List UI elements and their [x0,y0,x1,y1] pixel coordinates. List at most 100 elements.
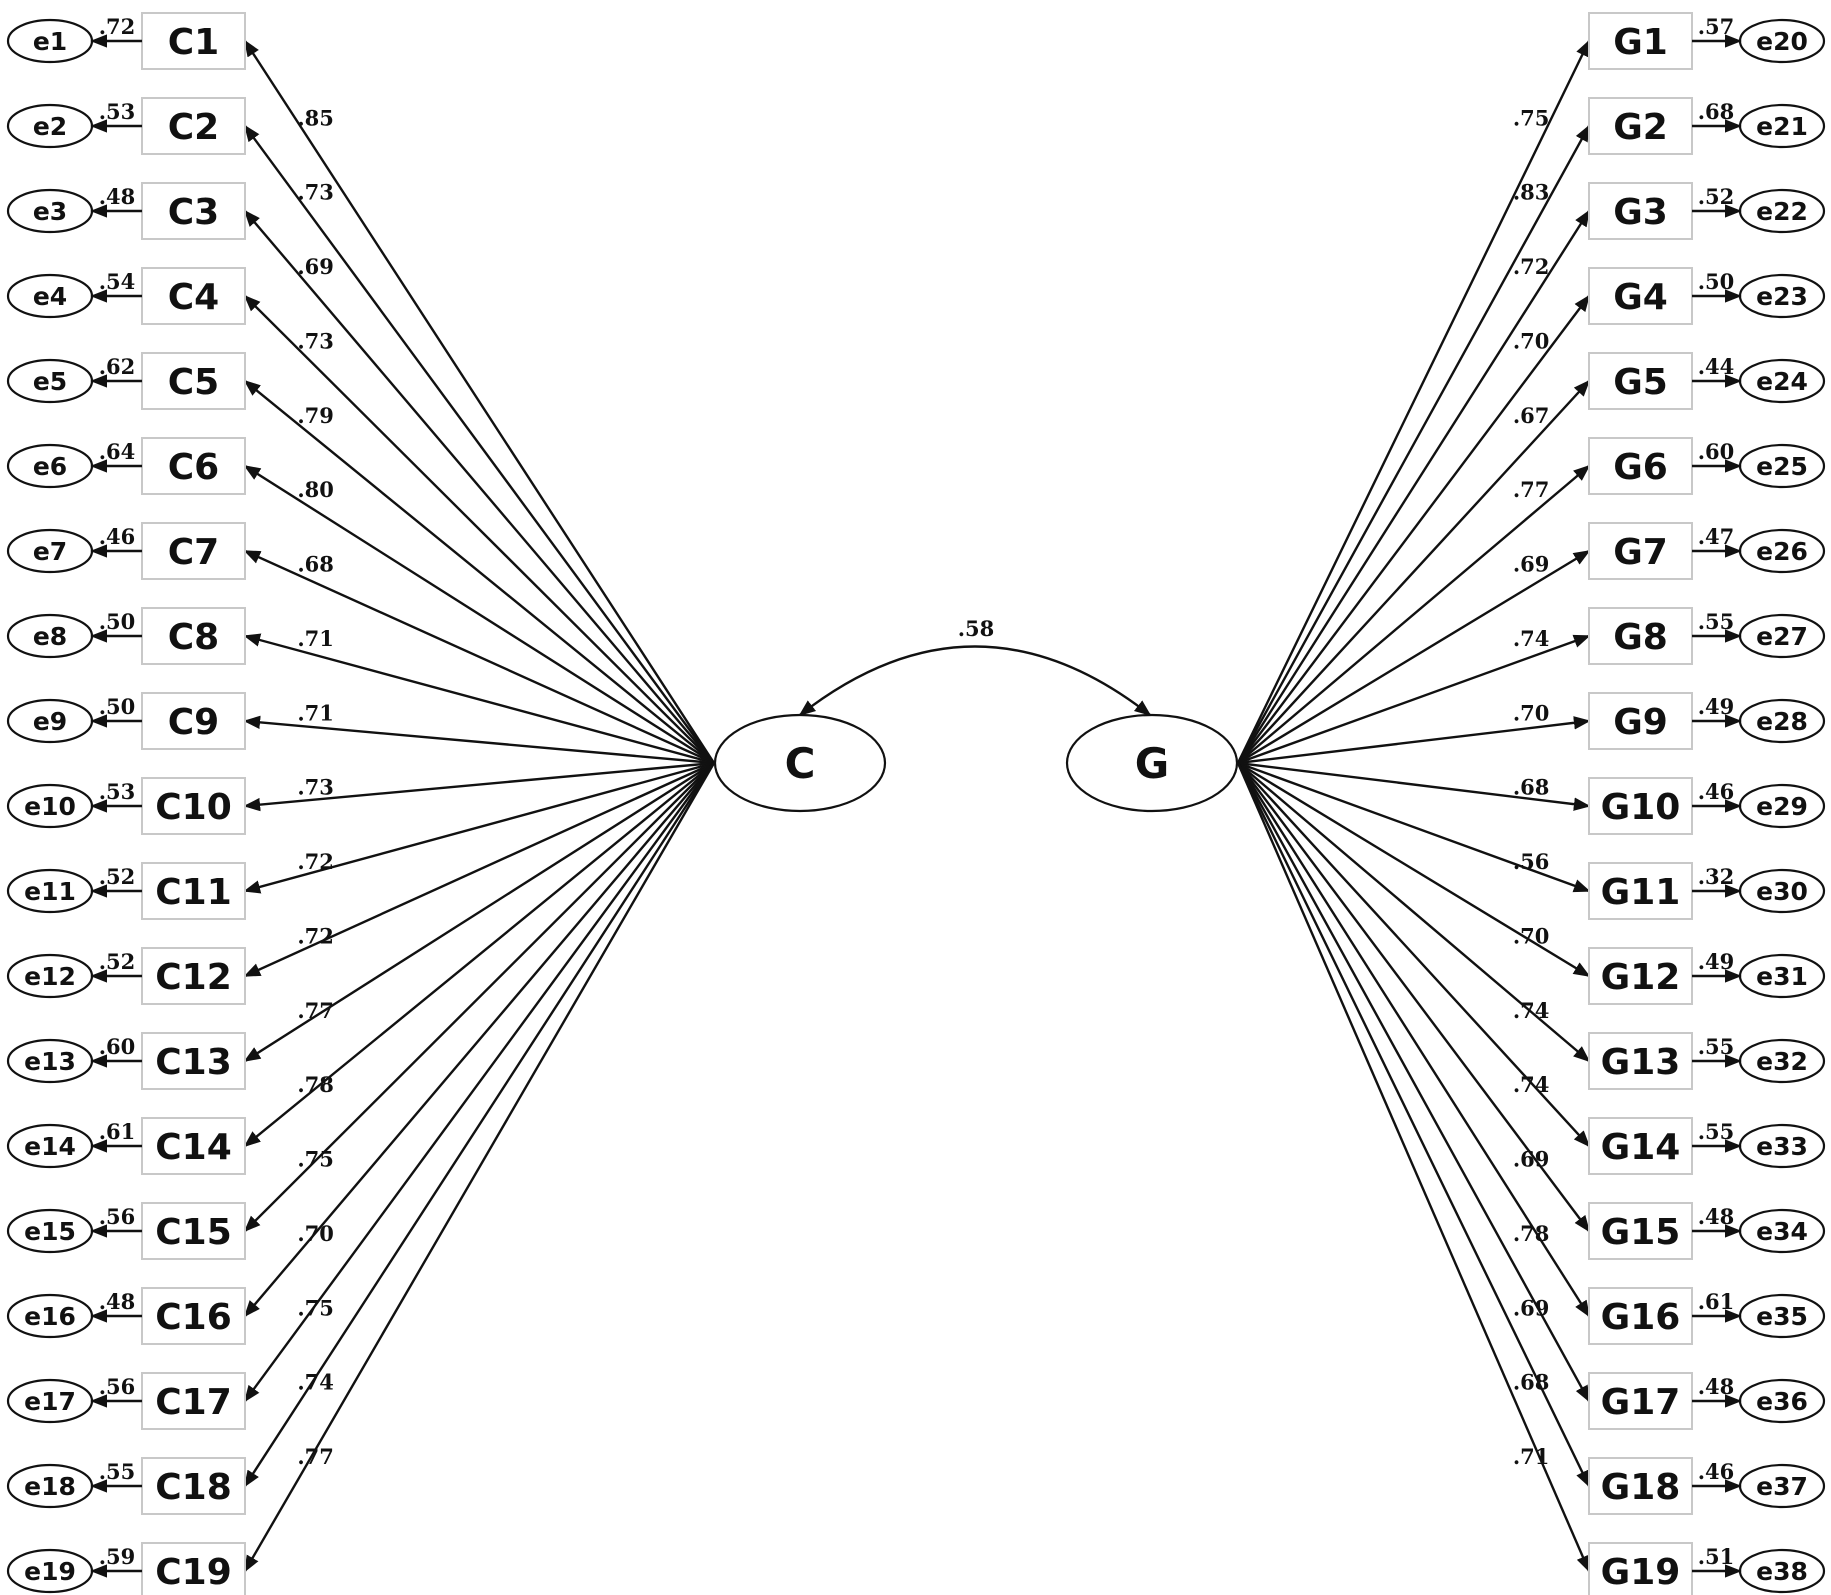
c12-indicator-label: C12 [155,957,232,998]
c1-loading-path [243,39,716,764]
correlation-coefficient: .58 [958,616,995,641]
g18-loading-path [1236,762,1591,1488]
c14-loading-path [243,762,715,1148]
c5-loading-path [243,379,715,764]
g2-indicator-label: G2 [1613,107,1668,148]
g10-loading-coefficient: .68 [1513,775,1550,800]
g3-error-coefficient: .52 [1698,184,1735,209]
c14-indicator-label: C14 [155,1127,232,1168]
c16-error-coefficient: .48 [99,1289,136,1314]
g13-indicator-box [1588,1032,1693,1090]
e36-error-label: e36 [1756,1387,1808,1416]
e37-error-label: e37 [1756,1472,1808,1501]
c2-loading-coefficient: .73 [297,180,334,205]
c18-error-coefficient: .55 [99,1459,136,1484]
e8-error-label: e8 [33,622,67,651]
left-indicator-group: .85C1e1.72.73C2e2.53.69C3e3.48.73C4e4.54… [6,12,716,1595]
g17-indicator-box [1588,1372,1693,1430]
c8-indicator-box [141,607,246,665]
g8-error-coefficient: .55 [1698,609,1735,634]
g9-loading-coefficient: .70 [1513,700,1550,725]
c8-loading-coefficient: .71 [297,626,334,651]
e31-error-label: e31 [1756,962,1808,991]
c3-loading-coefficient: .69 [297,254,334,279]
c16-loading-coefficient: .70 [297,1221,334,1246]
g12-error-coefficient: .49 [1698,949,1735,974]
c11-error-coefficient: .52 [99,864,136,889]
c6-loading-path [243,464,715,765]
latent-correlation-arc [798,645,1152,717]
c18-loading-path [243,762,716,1488]
g19-indicator-label: G19 [1601,1552,1681,1593]
c8-loading-path [243,633,715,765]
g16-loading-path [1236,762,1591,1318]
c4-loading-path [243,294,715,764]
g10-error-coefficient: .46 [1698,779,1735,804]
c12-loading-path [243,761,715,978]
g17-loading-coefficient: .69 [1513,1295,1550,1320]
c6-indicator-box [141,437,246,495]
g14-loading-path [1237,762,1591,1148]
c13-error-coefficient: .60 [99,1034,136,1059]
g5-loading-coefficient: .67 [1513,403,1550,428]
g6-loading-coefficient: .77 [1513,477,1550,502]
g1-indicator-label: G1 [1613,22,1668,63]
g11-indicator-box [1588,862,1693,920]
g12-loading-path [1237,761,1591,978]
c18-loading-coefficient: .74 [297,1370,334,1395]
g15-loading-coefficient: .69 [1513,1147,1550,1172]
c1-indicator-box [141,12,246,70]
e3-error-label: e3 [33,197,67,226]
c17-loading-path [244,762,715,1403]
g3-loading-coefficient: .72 [1513,254,1550,279]
c5-loading-coefficient: .79 [297,403,334,428]
e5-error-label: e5 [33,367,67,396]
c6-indicator-label: C6 [168,447,219,488]
g5-error-coefficient: .44 [1698,354,1735,379]
c14-indicator-box [141,1117,246,1175]
c2-error-coefficient: .53 [99,99,136,124]
g5-indicator-box [1588,352,1693,410]
e26-error-label: e26 [1756,537,1808,566]
g8-indicator-label: G8 [1613,617,1668,658]
e23-error-label: e23 [1756,282,1808,311]
g13-indicator-label: G13 [1601,1042,1681,1083]
c15-loading-path [243,762,715,1233]
c15-indicator-label: C15 [155,1212,232,1253]
g15-error-coefficient: .48 [1698,1204,1735,1229]
g12-indicator-box [1588,947,1693,1005]
c5-error-coefficient: .62 [99,354,136,379]
c7-indicator-box [141,522,246,580]
e33-error-label: e33 [1756,1132,1808,1161]
c7-loading-coefficient: .68 [297,552,334,577]
c16-indicator-box [141,1287,246,1345]
e22-error-label: e22 [1756,197,1808,226]
c2-loading-path [244,124,715,764]
c7-loading-path [243,549,715,765]
e20-error-label: e20 [1756,27,1808,56]
c5-indicator-box [141,352,246,410]
e30-error-label: e30 [1756,877,1808,906]
c2-indicator-label: C2 [168,107,219,148]
c17-error-coefficient: .56 [99,1374,136,1399]
c17-loading-coefficient: .75 [297,1295,334,1320]
g11-error-coefficient: .32 [1698,864,1735,889]
e29-error-label: e29 [1756,792,1808,821]
c9-loading-path [243,715,715,765]
c8-error-coefficient: .50 [99,609,136,634]
e7-error-label: e7 [33,537,67,566]
c3-error-coefficient: .48 [99,184,136,209]
c11-indicator-label: C11 [155,872,232,913]
c16-indicator-label: C16 [155,1297,232,1338]
c3-indicator-label: C3 [168,192,219,233]
c9-error-coefficient: .50 [99,694,136,719]
c12-error-coefficient: .52 [99,949,136,974]
e38-error-label: e38 [1756,1557,1808,1586]
g11-indicator-label: G11 [1601,872,1681,913]
g4-error-coefficient: .50 [1698,269,1735,294]
e12-error-label: e12 [24,962,76,991]
c19-loading-coefficient: .77 [297,1444,334,1469]
e4-error-label: e4 [33,282,67,311]
g4-indicator-label: G4 [1613,277,1668,318]
